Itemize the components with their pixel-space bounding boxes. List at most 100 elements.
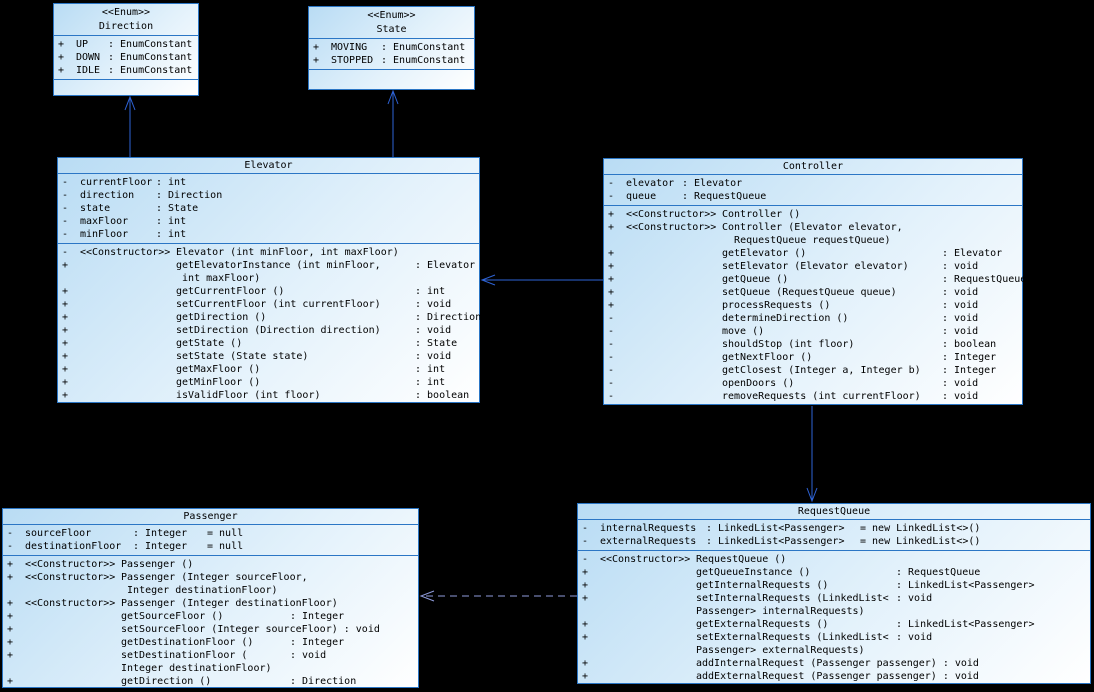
method-return-type: : void bbox=[290, 650, 327, 661]
class-box-passenger[interactable]: Passenger -sourceFloor: Integer= null-de… bbox=[2, 508, 419, 688]
method-signature: Passenger (Integer destinationFloor) bbox=[121, 598, 338, 609]
method-signature: shouldStop (int floor) bbox=[722, 339, 855, 350]
method-return-type: : boolean bbox=[415, 390, 470, 401]
attribute-name: direction bbox=[80, 190, 135, 201]
method-signature: setElevator (Elevator elevator) bbox=[722, 261, 909, 272]
member-visibility: - bbox=[7, 528, 14, 539]
attribute-name: queue bbox=[626, 191, 657, 202]
member-visibility: + bbox=[608, 222, 615, 233]
method-signature: getQueueInstance () bbox=[696, 567, 811, 578]
method-return-type: : RequestQueue bbox=[896, 567, 981, 578]
attribute-default-value: = null bbox=[207, 541, 244, 552]
attribute-row: -direction: Direction bbox=[58, 189, 479, 202]
method-return-type: : Direction bbox=[290, 676, 357, 687]
method-return-type: : void bbox=[415, 325, 452, 336]
method-row: +setDirection (Direction direction): voi… bbox=[58, 324, 479, 337]
method-signature: RequestQueue () bbox=[696, 554, 787, 565]
class-box-requestqueue[interactable]: RequestQueue -internalRequests: LinkedLi… bbox=[577, 503, 1091, 684]
method-signature: getSourceFloor () bbox=[121, 611, 224, 622]
method-return-type: : int bbox=[415, 364, 446, 375]
attribute-type: : Elevator bbox=[682, 178, 743, 189]
class-box-direction[interactable]: <<Enum>> Direction +UP: EnumConstant+DOW… bbox=[53, 3, 199, 96]
method-row: +setElevator (Elevator elevator): void bbox=[604, 260, 1022, 273]
member-visibility: + bbox=[582, 619, 589, 630]
empty-compartment bbox=[309, 70, 474, 89]
method-signature: addExternalRequest (Passenger passenger) bbox=[696, 671, 937, 682]
attribute-row: -currentFloor: int bbox=[58, 176, 479, 189]
arrow-controller-to-requestqueue[interactable] bbox=[806, 406, 818, 503]
member-visibility: - bbox=[608, 391, 615, 402]
arrow-controller-to-elevator[interactable] bbox=[480, 274, 603, 286]
class-name: State bbox=[376, 24, 407, 35]
attributes-compartment: +MOVING: EnumConstant+STOPPED: EnumConst… bbox=[309, 39, 474, 70]
member-visibility: - bbox=[608, 339, 615, 350]
method-return-type: : Direction bbox=[415, 312, 482, 323]
attribute-row: +STOPPED: EnumConstant bbox=[309, 54, 474, 67]
methods-compartment: -<<Constructor>>Elevator (int minFloor, … bbox=[58, 244, 482, 404]
method-return-type: : void bbox=[942, 671, 979, 682]
method-return-type: : LinkedList<Passenger> bbox=[896, 580, 1035, 591]
method-return-type: : void bbox=[942, 313, 979, 324]
method-return-type: : int bbox=[415, 377, 446, 388]
member-visibility: - bbox=[608, 178, 615, 189]
member-visibility: + bbox=[62, 312, 69, 323]
method-row: +getSourceFloor (): Integer bbox=[3, 610, 418, 623]
method-signature: isValidFloor (int floor) bbox=[176, 390, 321, 401]
method-row: +getExternalRequests (): LinkedList<Pass… bbox=[578, 618, 1090, 631]
method-signature: getDirection () bbox=[121, 676, 212, 687]
member-visibility: + bbox=[608, 261, 615, 272]
method-return-type: : void bbox=[942, 391, 979, 402]
method-signature: setQueue (RequestQueue queue) bbox=[722, 287, 897, 298]
method-signature: setCurrentFloor (int currentFloor) bbox=[176, 299, 381, 310]
attribute-name: maxFloor bbox=[80, 216, 129, 227]
method-signature: getState () bbox=[176, 338, 243, 349]
attribute-type: : EnumConstant bbox=[381, 42, 466, 53]
method-signature: getElevatorInstance (int minFloor, int m… bbox=[176, 260, 381, 284]
attribute-type: : EnumConstant bbox=[108, 52, 193, 63]
method-row: +getQueue (): RequestQueue bbox=[604, 273, 1026, 286]
method-return-type: : void bbox=[942, 300, 979, 311]
method-return-type: : Elevator bbox=[415, 260, 476, 271]
method-return-type: : void bbox=[896, 632, 933, 643]
class-box-elevator[interactable]: Elevator -currentFloor: int-direction: D… bbox=[57, 157, 482, 404]
method-row: +getInternalRequests (): LinkedList<Pass… bbox=[578, 579, 1090, 592]
method-row: +<<Constructor>>Passenger () bbox=[3, 558, 418, 571]
dashed-arrow-requestqueue-to-passenger[interactable] bbox=[419, 590, 577, 602]
attribute-name: elevator bbox=[626, 178, 675, 189]
member-visibility: + bbox=[7, 624, 14, 635]
method-signature: processRequests () bbox=[722, 300, 831, 311]
methods-compartment: +<<Constructor>>Passenger ()+<<Construct… bbox=[3, 556, 418, 690]
member-visibility: + bbox=[608, 274, 615, 285]
method-row: -determineDirection (): void bbox=[604, 312, 1022, 325]
method-signature: getDestinationFloor () bbox=[121, 637, 254, 648]
attribute-row: -elevator : Elevator bbox=[604, 177, 1022, 190]
attribute-row: -maxFloor: int bbox=[58, 215, 479, 228]
method-row: -getClosest (Integer a, Integer b): Inte… bbox=[604, 364, 1022, 377]
constructor-stereotype: <<Constructor>> bbox=[80, 247, 171, 258]
method-signature: setInternalRequests (LinkedList< Passeng… bbox=[696, 593, 889, 617]
member-visibility: - bbox=[62, 190, 69, 201]
method-row: +getDirection (): Direction bbox=[58, 311, 482, 324]
member-visibility: + bbox=[7, 637, 14, 648]
method-signature: addInternalRequest (Passenger passenger) bbox=[696, 658, 937, 669]
attribute-row: -state: State bbox=[58, 202, 479, 215]
method-row: +getMaxFloor (): int bbox=[58, 363, 479, 376]
attribute-name: currentFloor bbox=[80, 177, 153, 188]
attribute-row: -internalRequests: LinkedList<Passenger>… bbox=[578, 522, 1090, 535]
arrow-elevator-to-direction[interactable] bbox=[124, 95, 136, 157]
attribute-row: +UP: EnumConstant bbox=[54, 38, 198, 51]
method-row: +getElevator (): Elevator bbox=[604, 247, 1022, 260]
attribute-row: -destinationFloor: Integer= null bbox=[3, 540, 418, 553]
class-box-controller[interactable]: Controller -elevator: Elevator-queue: Re… bbox=[603, 158, 1026, 405]
method-row: +<<Constructor>>Passenger (Integer desti… bbox=[3, 597, 418, 610]
methods-compartment: +<<Constructor>>Controller ()+<<Construc… bbox=[604, 206, 1026, 405]
member-visibility: + bbox=[582, 593, 589, 604]
method-return-type: : void bbox=[415, 351, 452, 362]
class-name: Passenger bbox=[3, 509, 418, 525]
member-visibility: + bbox=[313, 55, 320, 66]
arrow-elevator-to-state[interactable] bbox=[387, 89, 399, 157]
member-visibility: + bbox=[608, 209, 615, 220]
constructor-stereotype: <<Constructor>> bbox=[25, 559, 116, 570]
class-box-state[interactable]: <<Enum>> State +MOVING: EnumConstant+STO… bbox=[308, 6, 475, 90]
empty-compartment bbox=[54, 80, 198, 95]
